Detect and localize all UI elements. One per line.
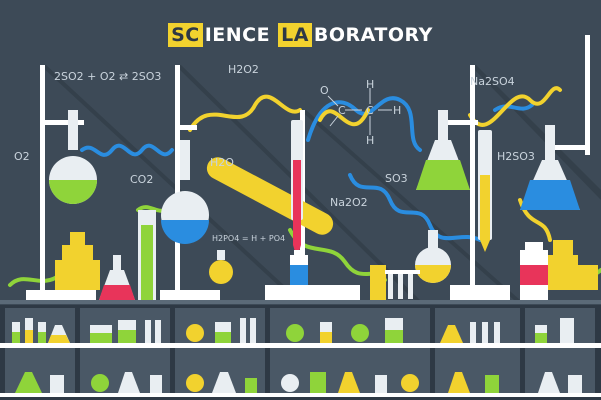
formula-so3: SO3 xyxy=(385,172,408,185)
title-word-science: SC IENCE xyxy=(168,23,270,47)
molecule-h-bottom: H xyxy=(366,134,375,147)
title-text: BORATORY xyxy=(313,24,433,46)
yellow-stand-left xyxy=(55,232,100,290)
formula-o2: O2 xyxy=(14,150,30,163)
molecule-c2: C xyxy=(366,104,374,117)
long-shadows xyxy=(40,65,601,300)
conical-flask-red xyxy=(99,255,135,300)
formula-reaction: 2SO2 + O2 ⇄ 2SO3 xyxy=(54,70,162,83)
main-bench xyxy=(0,300,601,304)
title-highlight: LA xyxy=(278,23,312,47)
molecule-h-top: H xyxy=(366,78,375,91)
yellow-round-flask-small xyxy=(209,250,233,284)
round-flask-blue xyxy=(161,140,209,244)
molecule-structure xyxy=(327,88,392,135)
conical-flask-green xyxy=(416,110,470,190)
conical-flask-blue xyxy=(520,125,580,210)
title-highlight: SC xyxy=(168,23,203,47)
formula-h3po4: H2PO4 = H + PO4 xyxy=(212,234,286,243)
shelves xyxy=(0,305,601,400)
molecule-c1: C xyxy=(338,104,346,117)
formula-h2o2: H2O2 xyxy=(228,63,259,76)
round-flask-green xyxy=(49,110,97,204)
bottles xyxy=(290,242,548,300)
round-flask-yellow xyxy=(415,230,451,283)
yellow-stand-right xyxy=(548,240,598,290)
shelf-glassware xyxy=(12,318,582,393)
formula-na2o2: Na2O2 xyxy=(330,196,368,209)
lab-stands xyxy=(26,35,590,300)
yellow-tubes xyxy=(188,86,562,242)
formula-na2so4: Na2SO4 xyxy=(470,75,515,88)
formula-h2so3: H2SO3 xyxy=(497,150,535,163)
yellow-test-tube xyxy=(478,130,492,252)
blue-tubes xyxy=(80,96,534,242)
formula-co2: CO2 xyxy=(130,173,154,186)
title-word-laboratory: LA BORATORY xyxy=(278,23,433,47)
molecule-o: O xyxy=(320,84,329,97)
molecule-h-right: H xyxy=(393,104,402,117)
green-cylinder xyxy=(138,210,156,300)
title-text: IENCE xyxy=(204,24,271,46)
page-title: SC IENCE LA BORATORY xyxy=(0,20,601,50)
formula-h2o: H2O xyxy=(210,156,234,169)
test-tube-rack xyxy=(385,270,420,299)
